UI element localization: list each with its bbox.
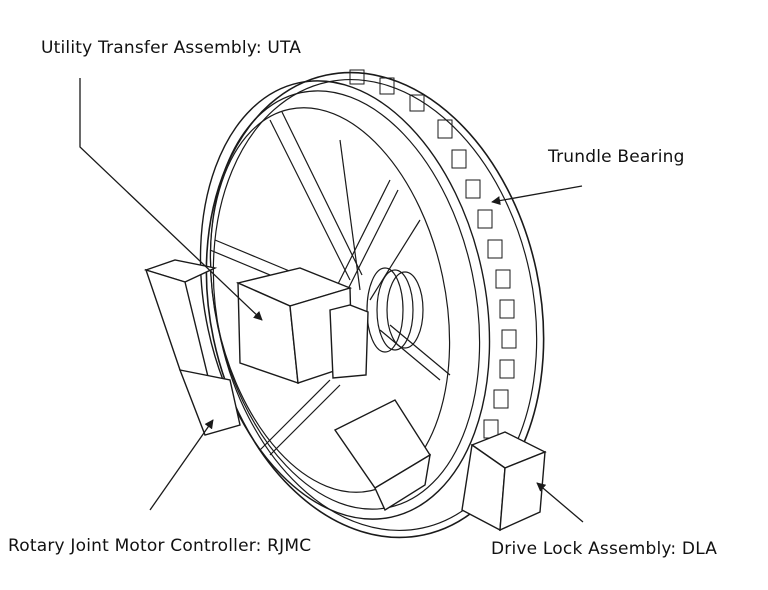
rjmc-label: Rotary Joint Motor Controller: RJMC bbox=[8, 536, 312, 556]
leader-lines bbox=[79, 78, 584, 523]
dla-label: Drive Lock Assembly: DLA bbox=[491, 539, 718, 559]
rjmc-leader-line bbox=[149, 419, 214, 511]
dla-leader-line bbox=[536, 482, 584, 523]
uta-box bbox=[235, 267, 369, 385]
rjmc-box bbox=[143, 259, 241, 436]
central-hub bbox=[366, 267, 424, 353]
dla-box bbox=[461, 431, 547, 532]
trundle-bearing-segments bbox=[349, 69, 517, 439]
uta-leader-line bbox=[79, 78, 263, 321]
lower-boxes bbox=[333, 399, 431, 512]
trundle-bearing-label: Trundle Bearing bbox=[548, 147, 685, 167]
uta-label: Utility Transfer Assembly: UTA bbox=[41, 38, 302, 58]
spokes bbox=[209, 111, 451, 456]
trundle-bearing-leader-line bbox=[491, 185, 583, 206]
